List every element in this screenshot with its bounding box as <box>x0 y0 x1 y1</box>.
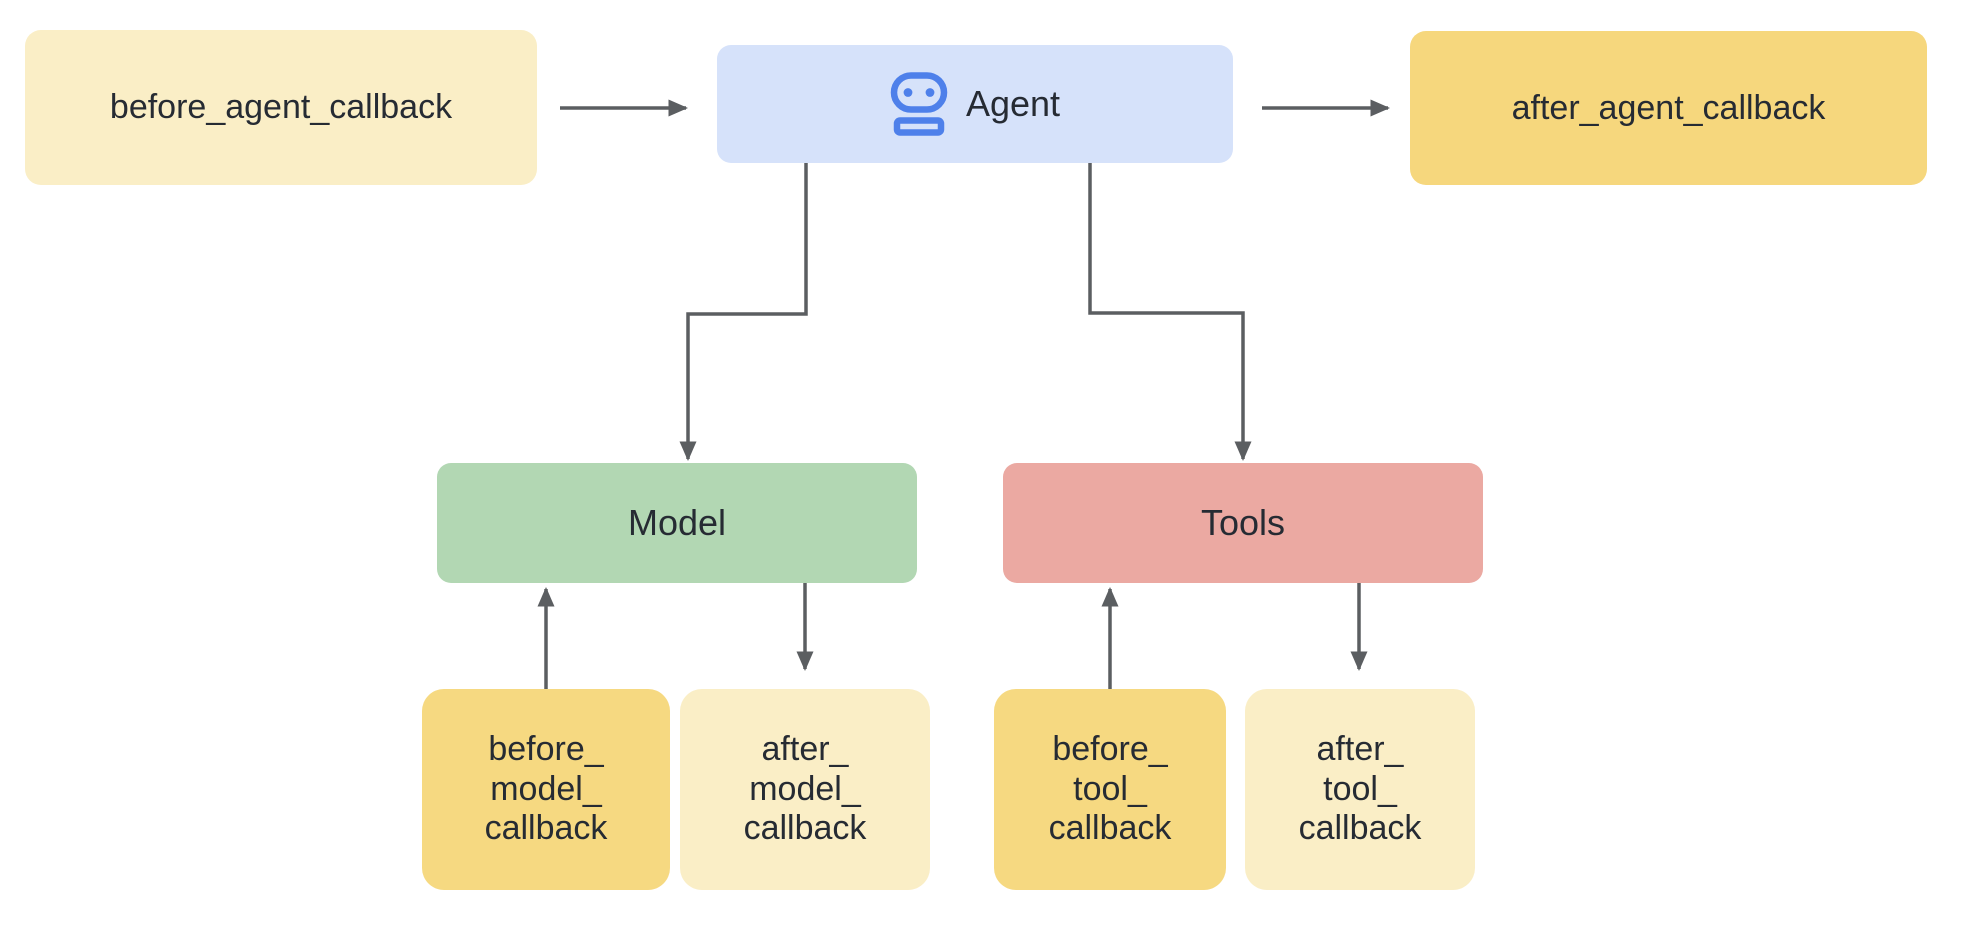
edge-agent-to-tools <box>1088 163 1252 461</box>
node-after-model-callback: after_ model_ callback <box>680 689 930 890</box>
node-agent: Agent <box>717 45 1233 163</box>
node-label: before_ tool_ callback <box>1048 730 1172 848</box>
node-label: before_ model_ callback <box>484 730 608 848</box>
robot-icon <box>890 72 948 136</box>
node-label: Agent <box>965 83 1061 124</box>
node-model: Model <box>437 463 917 583</box>
node-after-agent-callback: after_agent_callback <box>1410 31 1927 185</box>
node-before-model-callback: before_ model_ callback <box>422 689 670 890</box>
node-label: before_agent_callback <box>109 88 453 126</box>
node-label: Tools <box>1200 502 1286 543</box>
node-before-tool-callback: before_ tool_ callback <box>994 689 1226 890</box>
node-label: after_ model_ callback <box>743 730 867 848</box>
node-tools: Tools <box>1003 463 1483 583</box>
node-label: after_ tool_ callback <box>1298 730 1422 848</box>
node-label: after_agent_callback <box>1511 88 1826 127</box>
node-label: Model <box>627 502 727 543</box>
edge-agent-to-model <box>679 163 808 461</box>
node-before-agent-callback: before_agent_callback <box>25 30 537 185</box>
node-after-tool-callback: after_ tool_ callback <box>1245 689 1475 890</box>
